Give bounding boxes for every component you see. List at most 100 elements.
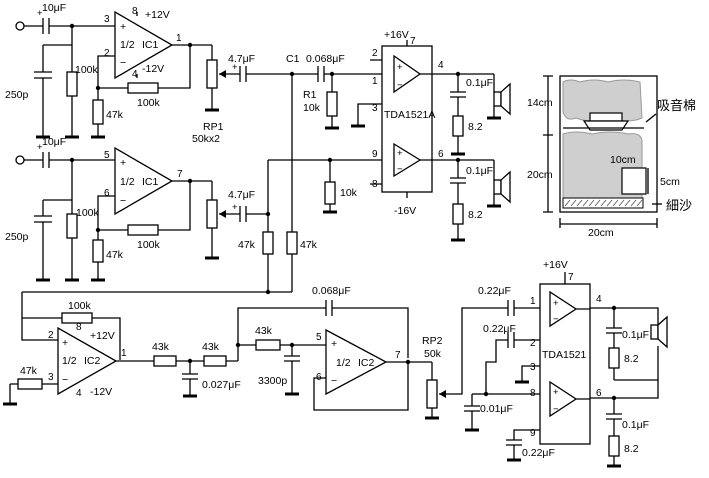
- r-sum-47k-1: [262, 231, 274, 255]
- svg-text:1/2: 1/2: [120, 176, 135, 188]
- svg-text:0.068μF: 0.068μF: [306, 53, 345, 65]
- svg-text:+: +: [120, 157, 126, 169]
- svg-text:IC2: IC2: [84, 355, 101, 367]
- svg-text:50kx2: 50kx2: [192, 133, 220, 145]
- svg-text:9: 9: [530, 428, 536, 439]
- svg-text:IC1: IC1: [142, 39, 159, 51]
- svg-text:5cm: 5cm: [660, 176, 680, 188]
- speaker-2-body: [493, 179, 502, 195]
- svg-text:6: 6: [104, 188, 110, 199]
- svg-text:4: 4: [76, 388, 82, 399]
- svg-text:0.22μF: 0.22μF: [483, 323, 516, 335]
- r-gain-2: [92, 239, 104, 263]
- c-250p-1-value: 250p: [5, 89, 29, 101]
- svg-text:43k: 43k: [152, 341, 170, 353]
- r-43k-1: [153, 355, 177, 367]
- svg-text:−: −: [397, 164, 403, 175]
- svg-text:+: +: [232, 202, 238, 213]
- tda1521-stage: +16V 7 1 2 3 8 9 4 6 TDA1521 + − + − 0.2…: [464, 259, 668, 468]
- svg-text:5: 5: [104, 150, 110, 161]
- svg-text:47k: 47k: [300, 239, 318, 251]
- svg-text:TDA1521A: TDA1521A: [384, 109, 435, 121]
- r-10k-ch2: [324, 181, 336, 205]
- svg-text:0.22μF: 0.22μF: [478, 285, 511, 297]
- enclosure-diagram: 14cm 20cm 20cm 10cm 5cm 吸音棉 細沙: [527, 75, 696, 239]
- amp-d-triangle: [549, 380, 578, 418]
- svg-text:0.068μF: 0.068μF: [312, 285, 351, 297]
- amp-a-triangle: [393, 54, 422, 94]
- svg-text:47k: 47k: [238, 239, 256, 251]
- svg-text:1/2: 1/2: [62, 355, 77, 367]
- amp-b-triangle: [393, 142, 422, 178]
- svg-text:4.7μF: 4.7μF: [228, 53, 255, 65]
- svg-text:7: 7: [395, 350, 401, 361]
- r-feedback-1: [127, 82, 159, 94]
- r-gain-1: [92, 99, 104, 125]
- svg-text:細沙: 細沙: [666, 199, 692, 214]
- svg-text:0.1μF: 0.1μF: [622, 329, 649, 341]
- svg-text:4: 4: [132, 69, 138, 80]
- svg-text:+16V: +16V: [384, 29, 409, 41]
- r-43k-2: [203, 355, 227, 367]
- c-in-1-plus: +: [37, 8, 43, 19]
- channel2-input-stage: + 10μF 250p 100k 5 6 7 + − 1/2 IC1 100k …: [5, 71, 370, 318]
- svg-text:100k: 100k: [68, 300, 92, 312]
- svg-text:+: +: [553, 298, 559, 309]
- svg-text:7: 7: [568, 272, 574, 283]
- svg-text:8.2: 8.2: [624, 353, 639, 365]
- svg-text:4: 4: [438, 60, 444, 71]
- opamp-ic1-bottom: [114, 146, 174, 216]
- svg-text:3: 3: [530, 362, 536, 373]
- svg-text:20cm: 20cm: [588, 227, 614, 239]
- svg-text:−: −: [120, 195, 126, 207]
- svg-text:0.1μF: 0.1μF: [466, 165, 493, 177]
- svg-text:-12V: -12V: [142, 63, 164, 75]
- svg-text:+: +: [397, 148, 403, 159]
- input-terminal-1: [15, 21, 25, 31]
- svg-text:6: 6: [596, 388, 602, 399]
- svg-text:100k: 100k: [137, 239, 161, 251]
- r-ic2-input-47k: [17, 378, 43, 390]
- svg-text:8.2: 8.2: [468, 209, 483, 221]
- svg-text:+12V: +12V: [145, 9, 170, 21]
- svg-text:4: 4: [596, 294, 602, 305]
- svg-text:43k: 43k: [255, 325, 273, 337]
- svg-text:0.1μF: 0.1μF: [622, 419, 649, 431]
- svg-text:10k: 10k: [340, 187, 358, 199]
- svg-text:2: 2: [48, 330, 54, 341]
- potentiometer-rp2[interactable]: [426, 379, 438, 409]
- opamp-ic1-top: [114, 10, 174, 80]
- svg-text:7: 7: [177, 169, 183, 180]
- svg-text:+: +: [62, 337, 68, 349]
- amp-c-triangle: [549, 290, 578, 328]
- svg-text:0.01μF: 0.01μF: [480, 403, 513, 415]
- svg-text:+: +: [397, 62, 403, 73]
- svg-text:100k: 100k: [137, 97, 161, 109]
- svg-text:−: −: [120, 57, 126, 69]
- svg-text:+16V: +16V: [543, 259, 568, 271]
- r-zobel-82-c: [608, 347, 620, 369]
- port-tube: [621, 167, 647, 195]
- svg-text:IC1: IC1: [142, 176, 159, 188]
- svg-text:0.027μF: 0.027μF: [202, 379, 241, 391]
- r1-resistor: [326, 91, 338, 117]
- svg-text:10k: 10k: [303, 102, 321, 114]
- svg-text:+: +: [331, 338, 337, 350]
- svg-text:TDA1521: TDA1521: [542, 349, 587, 361]
- svg-text:47k: 47k: [106, 109, 124, 121]
- svg-text:吸音棉: 吸音棉: [657, 98, 696, 114]
- svg-text:2: 2: [104, 48, 110, 59]
- svg-text:IC2: IC2: [358, 357, 375, 369]
- svg-text:47k: 47k: [20, 365, 38, 377]
- svg-text:1/2: 1/2: [120, 39, 135, 51]
- svg-text:5: 5: [316, 332, 322, 343]
- speaker-1-cone: [500, 82, 511, 116]
- r-bias-1-value: 100k: [75, 64, 99, 76]
- potentiometer-rp1-top[interactable]: [206, 59, 218, 89]
- svg-text:+: +: [120, 21, 126, 33]
- svg-text:+: +: [37, 142, 43, 153]
- potentiometer-rp1-bottom[interactable]: [206, 199, 218, 229]
- svg-text:1: 1: [176, 33, 182, 44]
- r-sum-47k-2: [286, 231, 298, 255]
